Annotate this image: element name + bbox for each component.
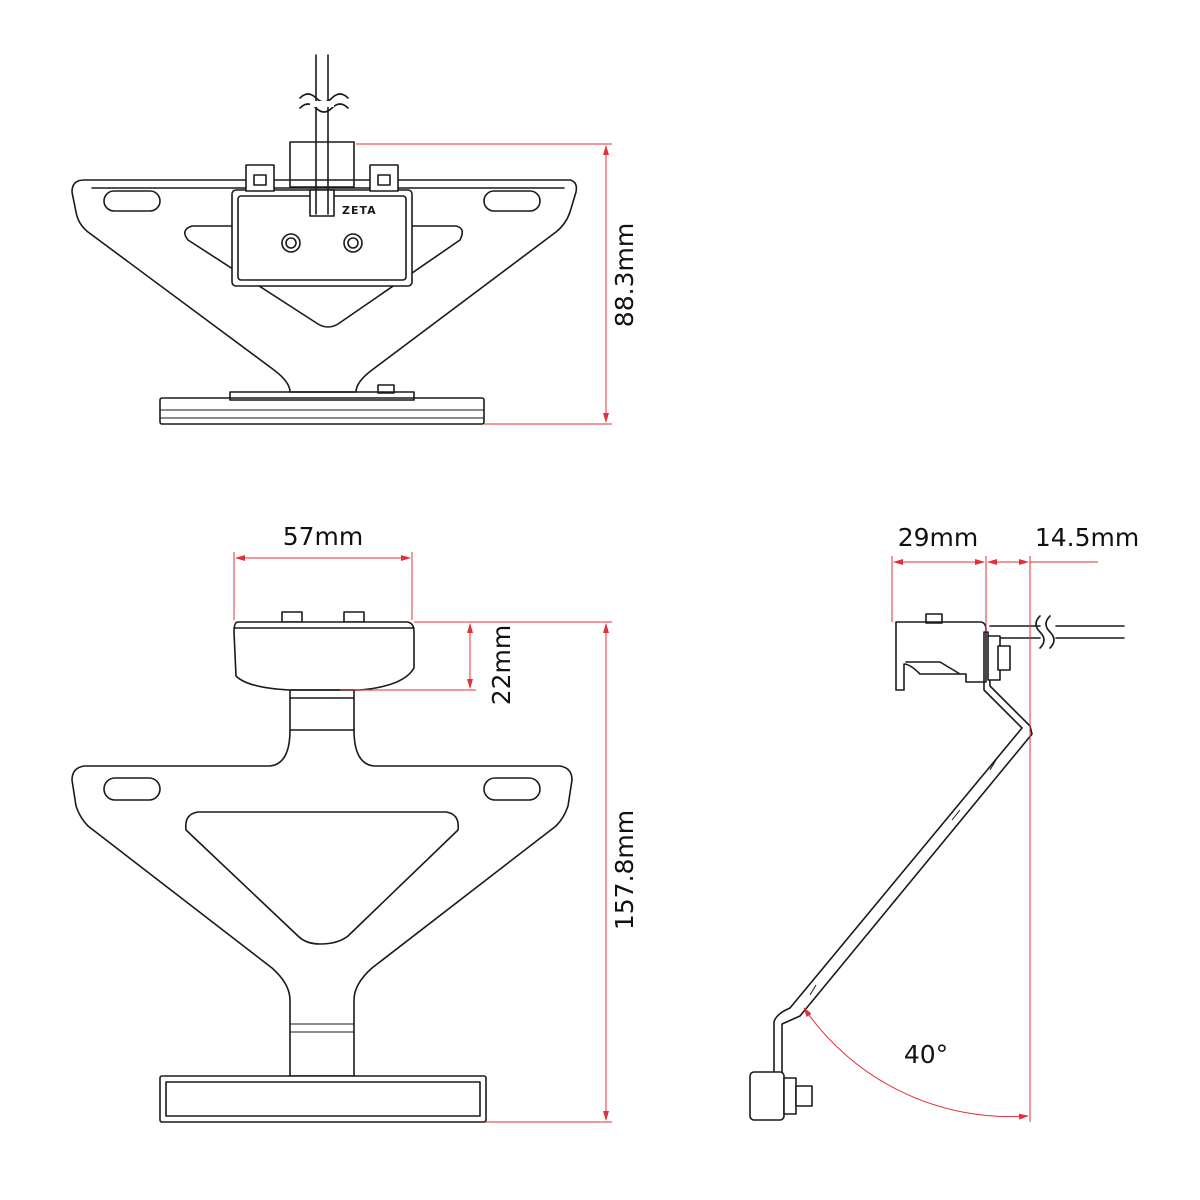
dimension-label: 29mm bbox=[898, 523, 979, 552]
front-light bbox=[233, 611, 415, 691]
front-slot-right bbox=[483, 777, 541, 801]
dimension-157-8mm: 157.8mm bbox=[486, 623, 639, 1123]
top-cutout bbox=[184, 225, 464, 328]
dimension-label: 157.8mm bbox=[610, 810, 639, 930]
front-plate bbox=[159, 1075, 487, 1123]
dimension-label: 22mm bbox=[487, 625, 516, 706]
dimension-label: 88.3mm bbox=[610, 223, 639, 327]
front-slot-left bbox=[103, 777, 161, 801]
dimension-label: 57mm bbox=[283, 522, 364, 551]
dimension-label: 14.5mm bbox=[1035, 523, 1139, 552]
front-view: 57mm 22mm 157.8mm bbox=[71, 522, 639, 1123]
dimension-88-3mm: 88.3mm bbox=[356, 143, 639, 425]
dimension-14-5mm: 14.5mm bbox=[987, 523, 1139, 1122]
dimension-label: 40° bbox=[904, 1040, 948, 1069]
side-wire bbox=[989, 615, 1125, 649]
side-light bbox=[895, 621, 987, 691]
dimension-40-degrees: 40° bbox=[803, 1007, 1029, 1120]
brand-logo: ZETA bbox=[342, 204, 377, 217]
side-view: 29mm 14.5mm 40° bbox=[749, 523, 1139, 1122]
top-view: ZETA 88.3mm bbox=[71, 54, 639, 425]
side-light-lower bbox=[749, 1071, 785, 1121]
screw-icon bbox=[343, 233, 363, 253]
dimension-29mm: 29mm bbox=[891, 523, 987, 632]
front-cutout bbox=[184, 811, 460, 945]
top-plate bbox=[159, 397, 485, 425]
dimension-22mm: 22mm bbox=[340, 621, 612, 706]
side-bracket bbox=[773, 631, 1033, 1083]
dimension-57mm: 57mm bbox=[233, 522, 413, 620]
top-slot-right bbox=[483, 190, 541, 212]
screw-icon bbox=[281, 233, 301, 253]
top-light-housing: ZETA bbox=[231, 164, 413, 287]
top-slot-left bbox=[103, 190, 161, 212]
